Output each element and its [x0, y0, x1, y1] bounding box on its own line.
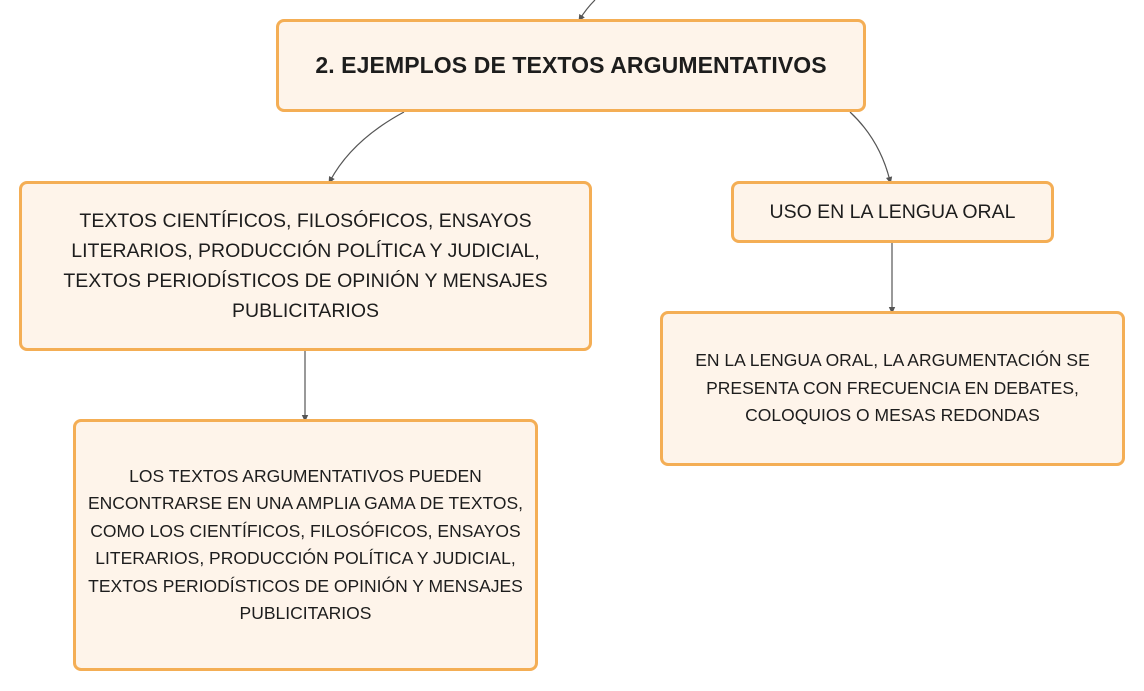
left-branch-node[interactable]: TEXTOS CIENTÍFICOS, FILOSÓFICOS, ENSAYOS… — [19, 181, 592, 351]
left-detail-node[interactable]: LOS TEXTOS ARGUMENTATIVOS PUEDEN ENCONTR… — [73, 419, 538, 671]
left-branch-node-text: TEXTOS CIENTÍFICOS, FILOSÓFICOS, ENSAYOS… — [63, 210, 548, 322]
left-detail-node-text: LOS TEXTOS ARGUMENTATIVOS PUEDEN ENCONTR… — [87, 465, 524, 624]
right-branch-node-text: USO EN LA LENGUA ORAL — [769, 200, 1016, 223]
right-detail-node-text: EN LA LENGUA ORAL, LA ARGUMENTACIÓN SE P… — [695, 350, 1090, 426]
right-detail-node[interactable]: EN LA LENGUA ORAL, LA ARGUMENTACIÓN SE P… — [660, 311, 1125, 466]
connector-root-to-right — [849, 111, 893, 184]
connector-root-to-left — [328, 111, 405, 184]
root-node[interactable]: 2. EJEMPLOS DE TEXTOS ARGUMENTATIVOS — [276, 19, 866, 112]
root-node-text: 2. EJEMPLOS DE TEXTOS ARGUMENTATIVOS — [315, 52, 827, 78]
right-branch-node[interactable]: USO EN LA LENGUA ORAL — [731, 181, 1054, 243]
connector-parent-to-root — [578, 0, 596, 22]
